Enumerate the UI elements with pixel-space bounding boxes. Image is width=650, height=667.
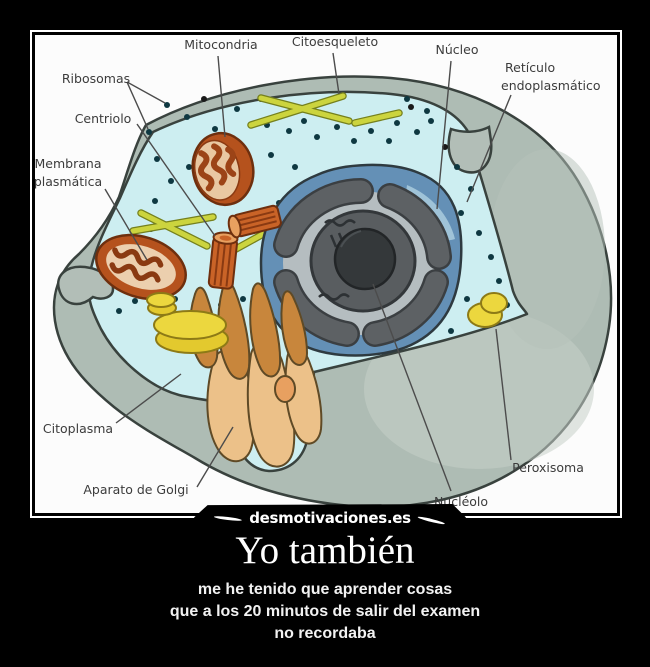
golgi-apparatus — [189, 280, 323, 468]
cytoskeleton-rods — [129, 92, 403, 259]
watermark-swoosh-left — [214, 515, 243, 522]
centriole-vertical — [207, 231, 239, 290]
nuclear-envelope-lobes — [273, 178, 452, 347]
image-area: Mitocondria Citoesqueleto Núcleo Retícul… — [35, 35, 617, 513]
cell-surface-shading-2 — [489, 149, 605, 349]
mitochondrion-left — [95, 233, 187, 301]
watermark-text: desmotivaciones.es — [249, 508, 411, 527]
er-pocket-knob — [447, 125, 493, 174]
label-ribosomas: Ribosomas — [62, 71, 130, 86]
peroxisome-body — [467, 292, 508, 328]
label-membrana-line1: Membrana — [35, 156, 101, 171]
label-reticulo-line1: Retículo — [505, 60, 555, 75]
label-leader-lines — [104, 52, 512, 492]
label-membrana-line2: plasmática — [35, 174, 102, 189]
label-centriolo: Centriolo — [75, 111, 132, 126]
watermark-ribbon: desmotivaciones.es — [194, 504, 466, 531]
cell-diagram-illustration: Mitocondria Citoesqueleto Núcleo Retícul… — [35, 35, 613, 509]
label-mitocondria: Mitocondria — [184, 37, 257, 52]
centriole-horizontal — [227, 204, 282, 239]
vesicles-yellow — [146, 292, 229, 354]
membrane-fold — [56, 265, 115, 306]
label-peroxisoma: Peroxisoma — [512, 460, 584, 475]
caption-subtitle-line-2: que a los 20 minutos de salir del examen — [169, 603, 481, 620]
cell-surface-shading — [364, 309, 594, 469]
image-frame: Mitocondria Citoesqueleto Núcleo Retícul… — [30, 30, 622, 518]
label-reticulo-line2: endoplasmático — [501, 78, 601, 93]
nucleolus — [333, 227, 397, 291]
nucleolus-highlight — [340, 230, 362, 248]
labels: Mitocondria Citoesqueleto Núcleo Retícul… — [35, 35, 601, 509]
nucleus — [259, 163, 463, 357]
label-aparato-de-golgi: Aparato de Golgi — [83, 482, 188, 497]
label-citoplasma: Citoplasma — [43, 421, 113, 436]
label-citoesqueleto: Citoesqueleto — [292, 35, 378, 49]
caption-title: Yo también — [235, 529, 415, 572]
caption-subtitle: me he tenido que aprender cosas que a lo… — [0, 579, 650, 645]
watermark-swoosh-right — [417, 515, 445, 526]
mitochondrion-top — [191, 131, 255, 207]
label-nucleo: Núcleo — [436, 42, 479, 57]
caption-subtitle-line-3: no recordaba — [274, 625, 376, 642]
caption: Yo también me he tenido que aprender cos… — [0, 528, 650, 645]
golgi-vesicle — [274, 375, 296, 403]
caption-subtitle-line-1: me he tenido que aprender cosas — [197, 581, 453, 598]
